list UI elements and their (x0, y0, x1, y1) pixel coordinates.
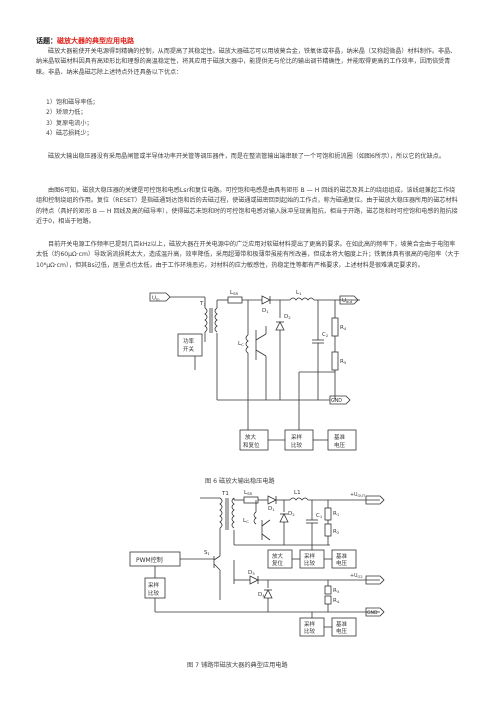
fig6-r4-label: R4 (340, 325, 347, 331)
advantages-list: 1）饱和磁导率低； 2）矫顽力低； 3）复原电流小； 4）磁芯损耗少； (36, 98, 456, 139)
fig6-uout-label: Uout (342, 298, 353, 304)
fig7-lsr-label: LSR (244, 490, 252, 496)
paragraph-2: 磁放大输出稳压器没有采用晶闸管或半导体功率开关管等调压器件，而是在整流管输出端串… (36, 152, 461, 162)
fig6-lsr-label: LSR (230, 290, 238, 296)
intro-text: 磁放大器能使开关电源得到精确的控制，从而提高了其稳定性。磁放大器磁芯可以用坡莫合… (36, 48, 457, 76)
figure-7-caption: 图 7 铺路带磁放大器的典型应用电路 (187, 662, 288, 669)
fig6-r5-label: R5 (340, 359, 347, 365)
topic-prefix: 话题： (36, 37, 57, 45)
fig6-cmp-label-2: 比较 (291, 441, 303, 449)
fig7-ref-label-1: 基准 (336, 552, 348, 560)
fig7-amp-label-1: 放大 (272, 552, 284, 560)
topic-main: 磁放大器的典型应用电路 (57, 37, 134, 45)
fig7-ref3-label-2: 电压 (336, 627, 348, 635)
fig7-s1-label: S1 (204, 550, 211, 556)
fig6-ref-label-1: 基准 (334, 433, 346, 441)
fig6-uin-label: Uin (152, 296, 160, 302)
fig6-switch-label-1: 功率 (183, 337, 195, 345)
fig6-d1-label: D1 (262, 308, 269, 314)
fig7-ref-label-2: 电压 (336, 559, 348, 567)
para2-text: 磁放大输出稳压器没有采用晶闸管或半导体功率开关管等调压器件，而是在整流管输出端串… (48, 153, 445, 160)
fig7-d2-label: D2 (288, 511, 295, 517)
fig7-cmp3-label-1: 采样 (304, 620, 316, 628)
fig7-vo2-label: +UO2 (350, 573, 363, 579)
para4-text: 目前开关电源工作频率已提到几百kHz以上，磁放大器在开关电源中的广泛应用对软磁材… (36, 241, 460, 269)
fig7-cmp2-label-1: 采样 (304, 552, 316, 560)
advantage-item: 3）复原电流小； (46, 119, 93, 127)
fig7-amp-label-2: 复位 (272, 559, 284, 567)
paragraph-3: 由图6可知，磁放大稳压器的关键是可控饱和电感Lsr和复位电路。可控饱和电感是由具… (36, 186, 461, 227)
fig7-pwm-label: PWM控制 (136, 556, 163, 564)
fig7-d3-label: D3 (248, 570, 255, 576)
topic-title: 话题：磁放大器的典型应用电路 (36, 36, 134, 46)
fig7-cmp3-label-2: 比较 (304, 627, 316, 635)
fig7-r1-label: R1 (333, 511, 340, 517)
fig6-cmp-label-1: 采样 (291, 433, 303, 441)
fig7-cmp1-label-2: 比较 (148, 589, 160, 597)
fig6-switch-label-2: 开关 (183, 345, 195, 353)
fig6-lc-label: LC (238, 341, 244, 347)
fig7-t1-label: T1 (221, 491, 229, 497)
fig6-l1-label: L1 (296, 290, 302, 296)
fig7-cmp2-label-2: 比较 (304, 559, 316, 567)
fig6-c2-label: C2 (322, 332, 329, 338)
fig7-r2-label: R2 (333, 529, 340, 535)
fig6-amp-label-1: 放大 (245, 433, 257, 441)
fig7-lc-label: LC (243, 518, 249, 524)
fig7-d1-label: D1 (268, 506, 275, 512)
fig6-t1-label: T1 (199, 301, 206, 307)
advantage-item: 1）饱和磁导率低； (46, 99, 99, 106)
advantage-item: 4）磁芯损耗少； (46, 129, 93, 137)
fig7-cmp1-label-1: 采样 (148, 581, 160, 589)
advantage-item: 2）矫顽力低； (46, 109, 87, 117)
fig7-d4-label: D4 (258, 592, 265, 598)
fig7-vo1-label: +UOUT (350, 492, 366, 498)
fig6-amp-label-2: 和复位 (243, 441, 260, 449)
paragraph-4: 目前开关电源工作频率已提到几百kHz以上，磁放大器在开关电源中的广泛应用对软磁材… (36, 240, 461, 271)
fig6-gnd-label: GND (331, 398, 342, 404)
fig7-c1-label: C1 (316, 513, 323, 519)
fig7-l1-label: L1 (294, 490, 301, 496)
intro-paragraph: 磁放大器能使开关电源得到精确的控制，从而提高了其稳定性。磁放大器磁芯可以用坡莫合… (36, 47, 461, 78)
para3-text: 由图6可知，磁放大稳压器的关键是可控饱和电感Lsr和复位电路。可控饱和电感是由具… (36, 187, 458, 225)
fig7-gnd-label: GND (367, 610, 378, 616)
fig6-ref-label-2: 电压 (334, 441, 346, 449)
fig7-r3-label: R3 (333, 588, 340, 594)
fig7-r4-label: R4 (333, 598, 340, 604)
figure-6-caption: 图 6 磁放大输出稳压电路 (205, 478, 275, 485)
fig6-d2-label: D2 (284, 314, 291, 320)
fig7-ref3-label-1: 基准 (336, 620, 348, 628)
